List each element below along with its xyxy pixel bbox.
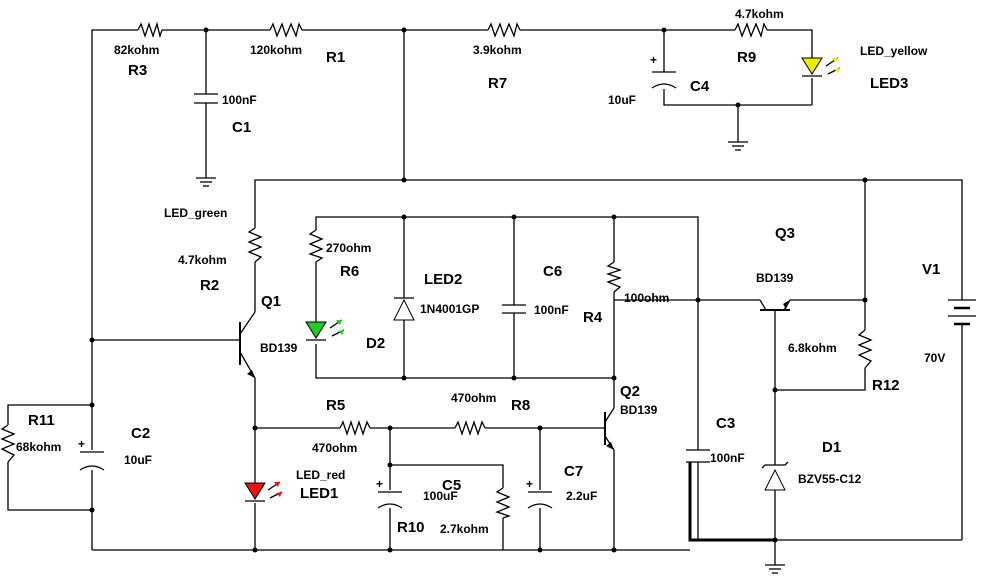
transistor-q2 [604,407,615,451]
resistor-r7 [487,22,521,39]
resistor-r6 [308,229,324,263]
r8-ref: R8 [511,397,530,414]
c7-value: 2.2uF [566,489,597,503]
resistor-r2 [247,227,263,263]
led1-ref: LED1 [300,485,338,502]
ground-bus [688,462,962,542]
d1-ref: D1 [822,439,841,456]
q1-value: BD139 [260,341,298,355]
r7-value: 3.9kohm [473,43,522,57]
c2-value: 10uF [124,453,152,467]
c6-ref: C6 [543,263,562,280]
r6-value: 270ohm [326,241,371,255]
d1-value: BZV55-C12 [798,472,862,486]
r8-value: 470ohm [451,391,496,405]
c3-value: 100nF [710,451,745,465]
capacitor-c7: + [526,477,553,509]
r12-value: 6.8kohm [788,341,837,355]
c5-value: 100uF [423,489,458,503]
led-d2-green [305,319,345,341]
r6-ref: R6 [340,263,359,280]
resistor-r10 [495,487,512,519]
resistor-r8 [454,419,486,437]
c6-value: 100nF [534,303,569,317]
c4-value: 10uF [608,93,636,107]
diode-led2 [393,297,415,321]
zener-d1 [761,461,789,491]
led1-value: LED_red [296,468,345,482]
r3-value: 82kohm [114,43,159,57]
c1-value: 100nF [222,93,257,107]
capacitor-c4: + [650,53,677,89]
c4-ref: C4 [690,78,710,95]
r11-ref: R11 [28,412,55,429]
capacitor-c2: + [78,437,105,471]
led2-value: 1N4001GP [420,302,479,316]
r2-ref: R2 [200,277,219,294]
transistor-q3 [759,299,791,318]
r4-ref: R4 [583,309,603,326]
led-led1-red [244,481,283,502]
q2-value: BD139 [620,403,658,417]
led3-value: LED_yellow [860,44,928,58]
resistor-r3 [137,21,163,39]
r5-ref: R5 [326,397,345,414]
c5-ref: C5 [442,477,461,494]
q1-ref: Q1 [261,293,281,310]
ground-symbol-main [765,564,785,574]
c3-ref: C3 [716,415,735,432]
transistor-q1 [239,311,256,379]
capacitor-c1 [194,93,218,104]
r12-ref: R12 [872,377,900,394]
c7-plus-sign: + [526,477,533,491]
c4-plus-sign: + [650,53,657,67]
r5-value: 470ohm [312,441,357,455]
junction-dots [89,27,868,553]
r4-value: 100ohm [624,291,669,305]
v1-value: 70V [924,351,945,365]
c2-ref: C2 [131,425,150,442]
ground-symbol-c1 [196,177,216,187]
resistor-r11 [0,424,16,463]
capacitor-c5: + [376,477,403,509]
d2-ref: D2 [366,335,385,352]
led2-ref: LED2 [424,271,462,288]
resistor-r1 [269,22,303,39]
r10-value: 2.7kohm [440,522,489,536]
q2-ref: Q2 [620,383,640,400]
resistor-r5 [339,419,371,437]
r7-ref: R7 [488,75,507,92]
wires [7,29,963,565]
r1-ref: R1 [326,49,345,66]
ground-symbol-c4 [728,141,748,151]
r9-ref: R9 [737,49,756,66]
capacitor-c3 [686,449,710,463]
r9-value: 4.7kohm [735,7,784,21]
c5-plus-sign: + [376,477,383,491]
resistor-r9 [734,22,768,39]
d2-value: LED_green [164,206,227,220]
battery-v1 [948,299,976,326]
v1-ref: V1 [922,261,940,278]
r1-value: 120kohm [250,43,302,57]
r11-value: 68kohm [16,440,61,454]
led3-ref: LED3 [870,75,908,92]
resistor-r4 [605,261,623,293]
c2-plus-sign: + [78,437,85,451]
resistor-r12 [857,329,873,369]
q3-ref: Q3 [775,225,795,242]
q3-value: BD139 [756,271,794,285]
capacitor-c6 [502,304,526,314]
c7-ref: C7 [564,463,583,480]
r3-ref: R3 [128,62,147,79]
labels: 82kohm R3 120kohm R1 3.9kohm R7 4.7kohm … [16,7,945,536]
led-led3-yellow [801,57,841,77]
r2-value: 4.7kohm [178,253,227,267]
r10-ref: R10 [397,519,425,536]
c1-ref: C1 [232,119,251,136]
